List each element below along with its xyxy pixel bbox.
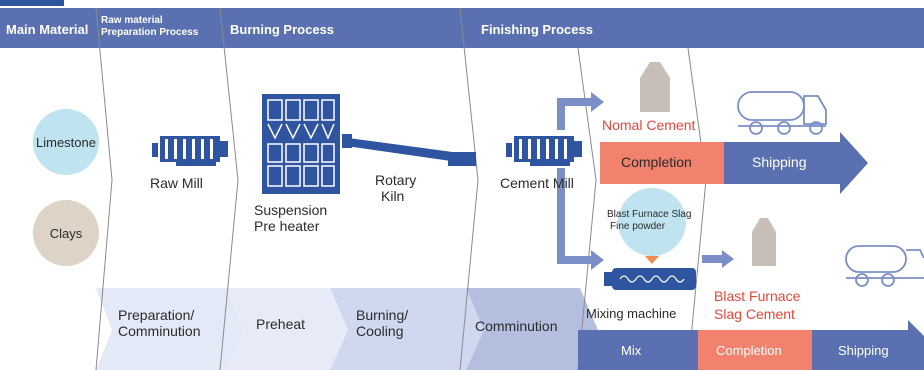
- completion-lower-box: [698, 330, 812, 370]
- normal-cement-label: Nomal Cement: [602, 117, 696, 133]
- mixing-machine-icon: [604, 268, 696, 290]
- tanker-truck-icon-upper: [737, 91, 827, 135]
- raw-mill-label: Raw Mill: [150, 175, 203, 191]
- stage-preheat: Preheat: [256, 316, 306, 332]
- shipping-lower-label: Shipping: [838, 343, 889, 358]
- band-preparation: [96, 288, 244, 370]
- mixing-machine-label: Mixing machine: [586, 306, 677, 321]
- bfs-powder-circle: [618, 188, 686, 256]
- clays-circle: [33, 200, 99, 266]
- bfsc-label-line2: Slag Cement: [714, 306, 795, 322]
- limestone-circle: [33, 109, 99, 175]
- title-fragment: [0, 0, 64, 6]
- shipping-lower-arrow: [812, 320, 924, 370]
- cement-mill-icon: [506, 136, 582, 166]
- rotary-label-line1: Rotary: [375, 172, 417, 188]
- suspension-preheater-icon: [262, 94, 340, 194]
- shipping-upper-label: Shipping: [752, 154, 807, 170]
- stage-prep-line1: Preparation/: [118, 307, 195, 323]
- header-main-material: Main Material: [6, 22, 89, 37]
- rotary-kiln-icon: [342, 134, 476, 166]
- band-comminution: [466, 288, 598, 370]
- rotary-label-line2: Kiln: [381, 188, 405, 204]
- suspension-label-line2: Pre heater: [254, 218, 320, 234]
- raw-mill-icon: [152, 136, 228, 166]
- clays-label: Clays: [49, 226, 83, 241]
- bfs-cement-silo-icon: [752, 218, 776, 266]
- header-raw-prep-line2: Preparation Process: [101, 27, 199, 38]
- mix-box: [578, 330, 698, 370]
- band-burning: [330, 288, 484, 370]
- band-preheat: [226, 288, 348, 370]
- header-raw-prep-line1: Raw material: [101, 15, 163, 26]
- completion-lower-label: Completion: [716, 343, 782, 358]
- header-finishing: Finishing Process: [481, 22, 593, 37]
- arrow-to-bfs-cement: [702, 250, 734, 268]
- stage-comminution: Comminution: [475, 318, 558, 334]
- limestone-label: Limestone: [36, 135, 96, 150]
- split-arrows: [557, 92, 604, 270]
- completion-upper-box: [600, 142, 724, 184]
- tanker-truck-icon-lower: [845, 245, 924, 287]
- stage-burn-line2: Cooling: [356, 323, 404, 339]
- stage-prep-line2: Comminution: [118, 323, 201, 339]
- bfs-label-line1: Blast Furnace Slag: [607, 209, 692, 220]
- shipping-upper-arrow: [724, 132, 868, 194]
- bfs-label-line2: Fine powder: [610, 221, 666, 232]
- stage-burn-line1: Burning/: [356, 307, 409, 323]
- suspension-label-line1: Suspension: [254, 202, 328, 218]
- mix-label: Mix: [621, 343, 642, 358]
- completion-upper-label: Completion: [621, 154, 692, 170]
- down-arrow-icon: [645, 256, 659, 264]
- bfsc-label-line1: Blast Furnace: [714, 288, 801, 304]
- header-burning: Burning Process: [230, 22, 335, 37]
- normal-cement-silo-icon: [640, 62, 670, 112]
- cement-mill-label: Cement Mill: [500, 175, 574, 191]
